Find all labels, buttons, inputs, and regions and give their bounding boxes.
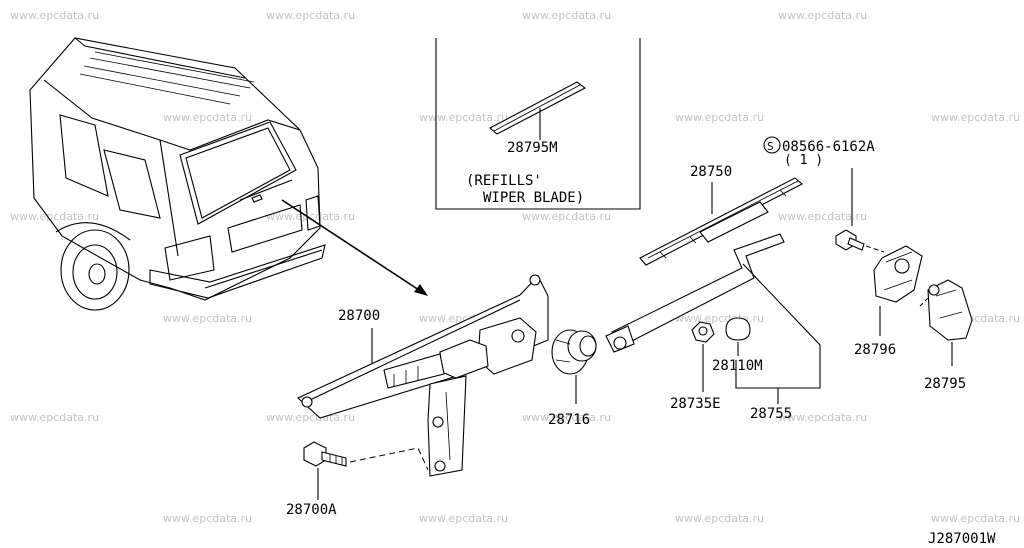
watermark: www.epcdata.ru [419,512,508,525]
wiper-blade: 28750 [639,164,803,266]
watermark: www.epcdata.ru [675,111,764,124]
bolt-quantity: ( 1 ) [784,153,823,168]
watermark: www.epcdata.ru [931,512,1020,525]
watermark: www.epcdata.ru [163,512,252,525]
watermark: www.epcdata.ru [266,411,355,424]
motor-assembly: 28700 [297,274,549,477]
watermark: www.epcdata.ru [10,210,99,223]
watermark: www.epcdata.ru [778,210,867,223]
nut-28735E: 28735E [670,321,721,412]
inset-refill: 28795M (REFILLS' WIPER BLADE) [435,38,641,210]
watermark: www.epcdata.ru [419,111,508,124]
label-28700A: 28700A [286,502,337,518]
watermark: www.epcdata.ru [522,210,611,223]
refill-caption-line2: WIPER BLADE) [483,190,584,206]
watermark-layer: www.epcdata.ru www.epcdata.ru www.epcdat… [10,9,1020,525]
watermark: www.epcdata.ru [778,411,867,424]
label-28700: 28700 [338,308,380,324]
wiper-arm: 28755 [605,233,821,422]
grommet-28716: 28716 [548,329,597,428]
vehicle-illustration [29,37,326,311]
bolt-28700A: 28700A [286,441,429,518]
watermark: www.epcdata.ru [522,9,611,22]
label-28716: 28716 [548,412,590,428]
callout-arrow [281,199,428,296]
label-08566-6162A: 08566-6162A [782,139,875,155]
watermark: www.epcdata.ru [522,411,611,424]
watermark: www.epcdata.ru [931,111,1020,124]
watermark: www.epcdata.ru [10,9,99,22]
watermark: www.epcdata.ru [266,210,355,223]
label-28735E: 28735E [670,396,721,412]
label-28796: 28796 [854,342,896,358]
refill-caption-line1: (REFILLS' [466,173,542,189]
refill-part-number: 28795M [507,140,558,156]
cap-28110M: 28110M [712,317,763,374]
cover-28796: 28796 [854,245,923,358]
label-28110M: 28110M [712,358,763,374]
watermark: www.epcdata.ru [778,9,867,22]
label-28795: 28795 [924,376,966,392]
watermark: www.epcdata.ru [163,111,252,124]
diagram-code: J287001W [928,531,996,547]
screw-08566: S 08566-6162A ( 1 ) [763,136,885,253]
bolt-symbol: S [767,140,774,153]
watermark: www.epcdata.ru [163,312,252,325]
watermark: www.epcdata.ru [266,9,355,22]
watermark: www.epcdata.ru [10,411,99,424]
watermark: www.epcdata.ru [675,512,764,525]
label-28755: 28755 [750,406,792,422]
bracket-28795: 28795 [919,279,973,392]
label-28750: 28750 [690,164,732,180]
watermark: www.epcdata.ru [675,312,764,325]
